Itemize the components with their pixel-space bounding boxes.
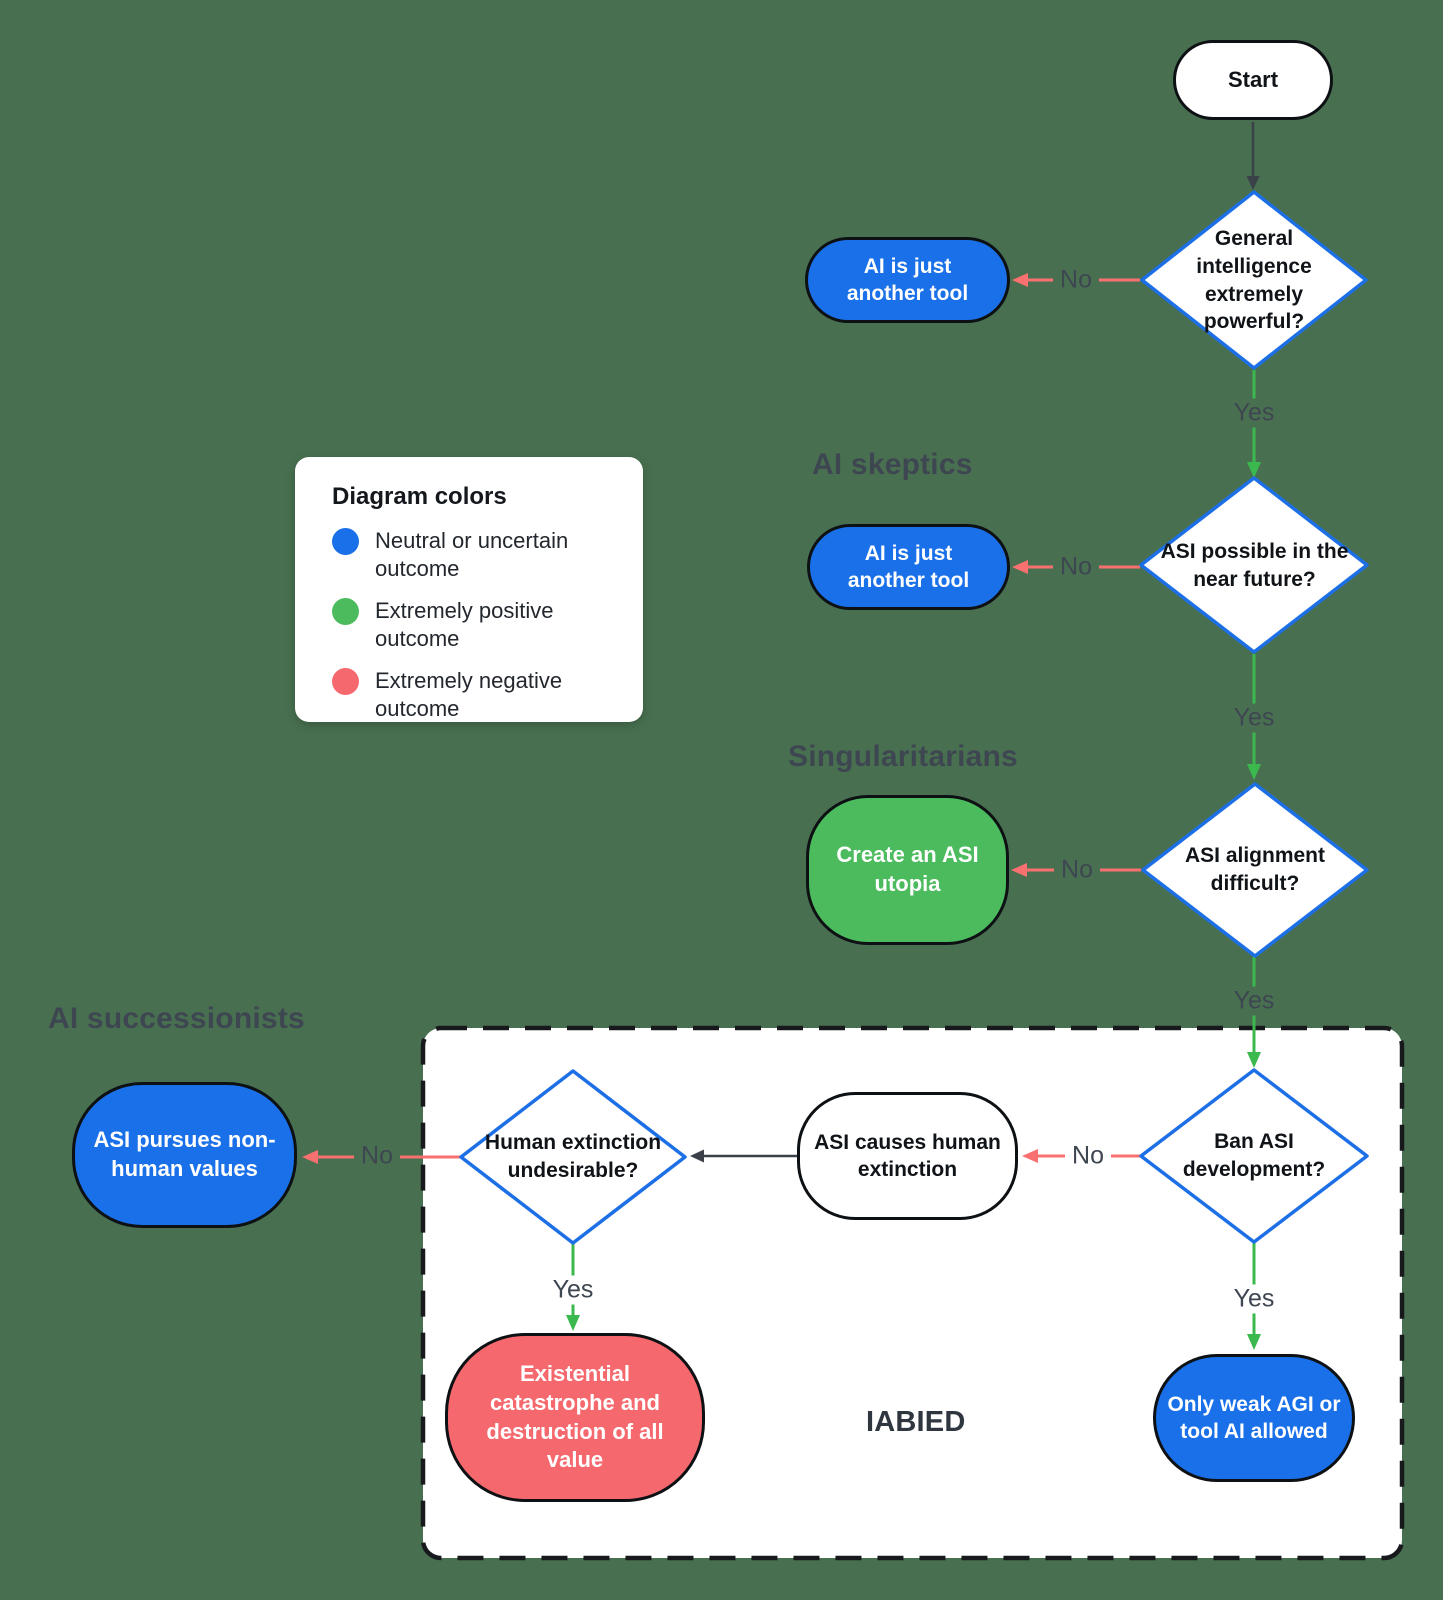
outcome-asi-utopia: Create an ASI utopia — [806, 795, 1009, 945]
question-asi-possible: ASI possible in the near future? — [1160, 540, 1349, 591]
arrowhead-down-icon — [1246, 176, 1260, 190]
legend-item-label: Extremely positive outcome — [375, 598, 554, 651]
outcome-asi-nonhuman-values: ASI pursues non-human values — [72, 1082, 297, 1228]
edge-label-yes-q2: Yes — [1226, 703, 1282, 733]
arrowhead-left-icon — [302, 1150, 318, 1164]
blue-circle-icon — [332, 528, 359, 555]
section-ai-successionists: AI successionists — [48, 1002, 305, 1035]
edge-label-no-q2: No — [1053, 552, 1099, 582]
start-node: Start — [1173, 40, 1333, 120]
legend-title: Diagram colors — [332, 483, 507, 510]
arrowhead-down-icon — [1247, 462, 1261, 478]
diamond-ban-asi — [1139, 1068, 1369, 1244]
edge-label-no-q3: No — [1054, 855, 1100, 885]
arrowhead-left-icon — [1022, 1149, 1038, 1163]
edge-label-no-q1: No — [1053, 265, 1099, 295]
arrowhead-left-icon — [1012, 560, 1028, 574]
legend-card: Diagram colors Neutral or uncertain outc… — [295, 457, 643, 722]
legend-item-label: Extremely negative outcome — [375, 668, 563, 721]
legend-item-label: Neutral or uncertain outcome — [375, 528, 569, 581]
arrowhead-down-icon — [1247, 1334, 1261, 1350]
edge-label-no-q4: No — [1065, 1141, 1111, 1171]
outcome-ai-just-tool-2: AI is just another tool — [807, 524, 1010, 610]
outcome-existential-catastrophe: Existential catastrophe and destruction … — [445, 1333, 705, 1502]
question-alignment-difficult: ASI alignment difficult? — [1184, 844, 1326, 895]
legend-item-positive: Extremely positive outcome — [332, 597, 621, 652]
edge-label-no-q5: No — [354, 1141, 400, 1171]
diamond-general-intelligence — [1140, 190, 1368, 370]
section-singularitarians: Singularitarians — [788, 740, 1018, 773]
arrowhead-down-icon — [1247, 1052, 1261, 1068]
legend-item-neutral: Neutral or uncertain outcome — [332, 527, 621, 582]
edge-label-yes-q5: Yes — [545, 1275, 601, 1305]
question-extinction-undesirable: Human extinction undesirable? — [484, 1131, 662, 1182]
question-general-intelligence: General intelligence extremely powerful? — [1196, 227, 1312, 334]
green-circle-icon — [332, 598, 359, 625]
outcome-asi-causes-extinction: ASI causes human extinction — [797, 1092, 1018, 1220]
diamond-extinction-undesirable — [459, 1069, 687, 1245]
outcome-ai-just-tool-1: AI is just another tool — [805, 237, 1010, 323]
edge-label-yes-q1: Yes — [1226, 398, 1282, 428]
arrowhead-left-icon — [1011, 863, 1027, 877]
arrowhead-down-icon — [566, 1315, 580, 1331]
outcome-weak-agi-only: Only weak AGI or tool AI allowed — [1153, 1354, 1355, 1482]
arrowhead-down-icon — [1247, 764, 1261, 780]
edge-label-yes-q3: Yes — [1226, 986, 1282, 1016]
edge-label-yes-q4: Yes — [1226, 1284, 1282, 1314]
legend-item-negative: Extremely negative outcome — [332, 667, 621, 722]
question-ban-asi: Ban ASI development? — [1182, 1130, 1326, 1181]
arrowhead-left-icon — [690, 1149, 704, 1163]
diamond-alignment-difficult — [1141, 782, 1369, 958]
section-ai-skeptics: AI skeptics — [812, 448, 973, 481]
red-circle-icon — [332, 668, 359, 695]
arrowhead-left-icon — [1012, 273, 1028, 287]
section-iabied: IABIED — [866, 1406, 966, 1438]
diamond-asi-possible — [1139, 476, 1369, 654]
